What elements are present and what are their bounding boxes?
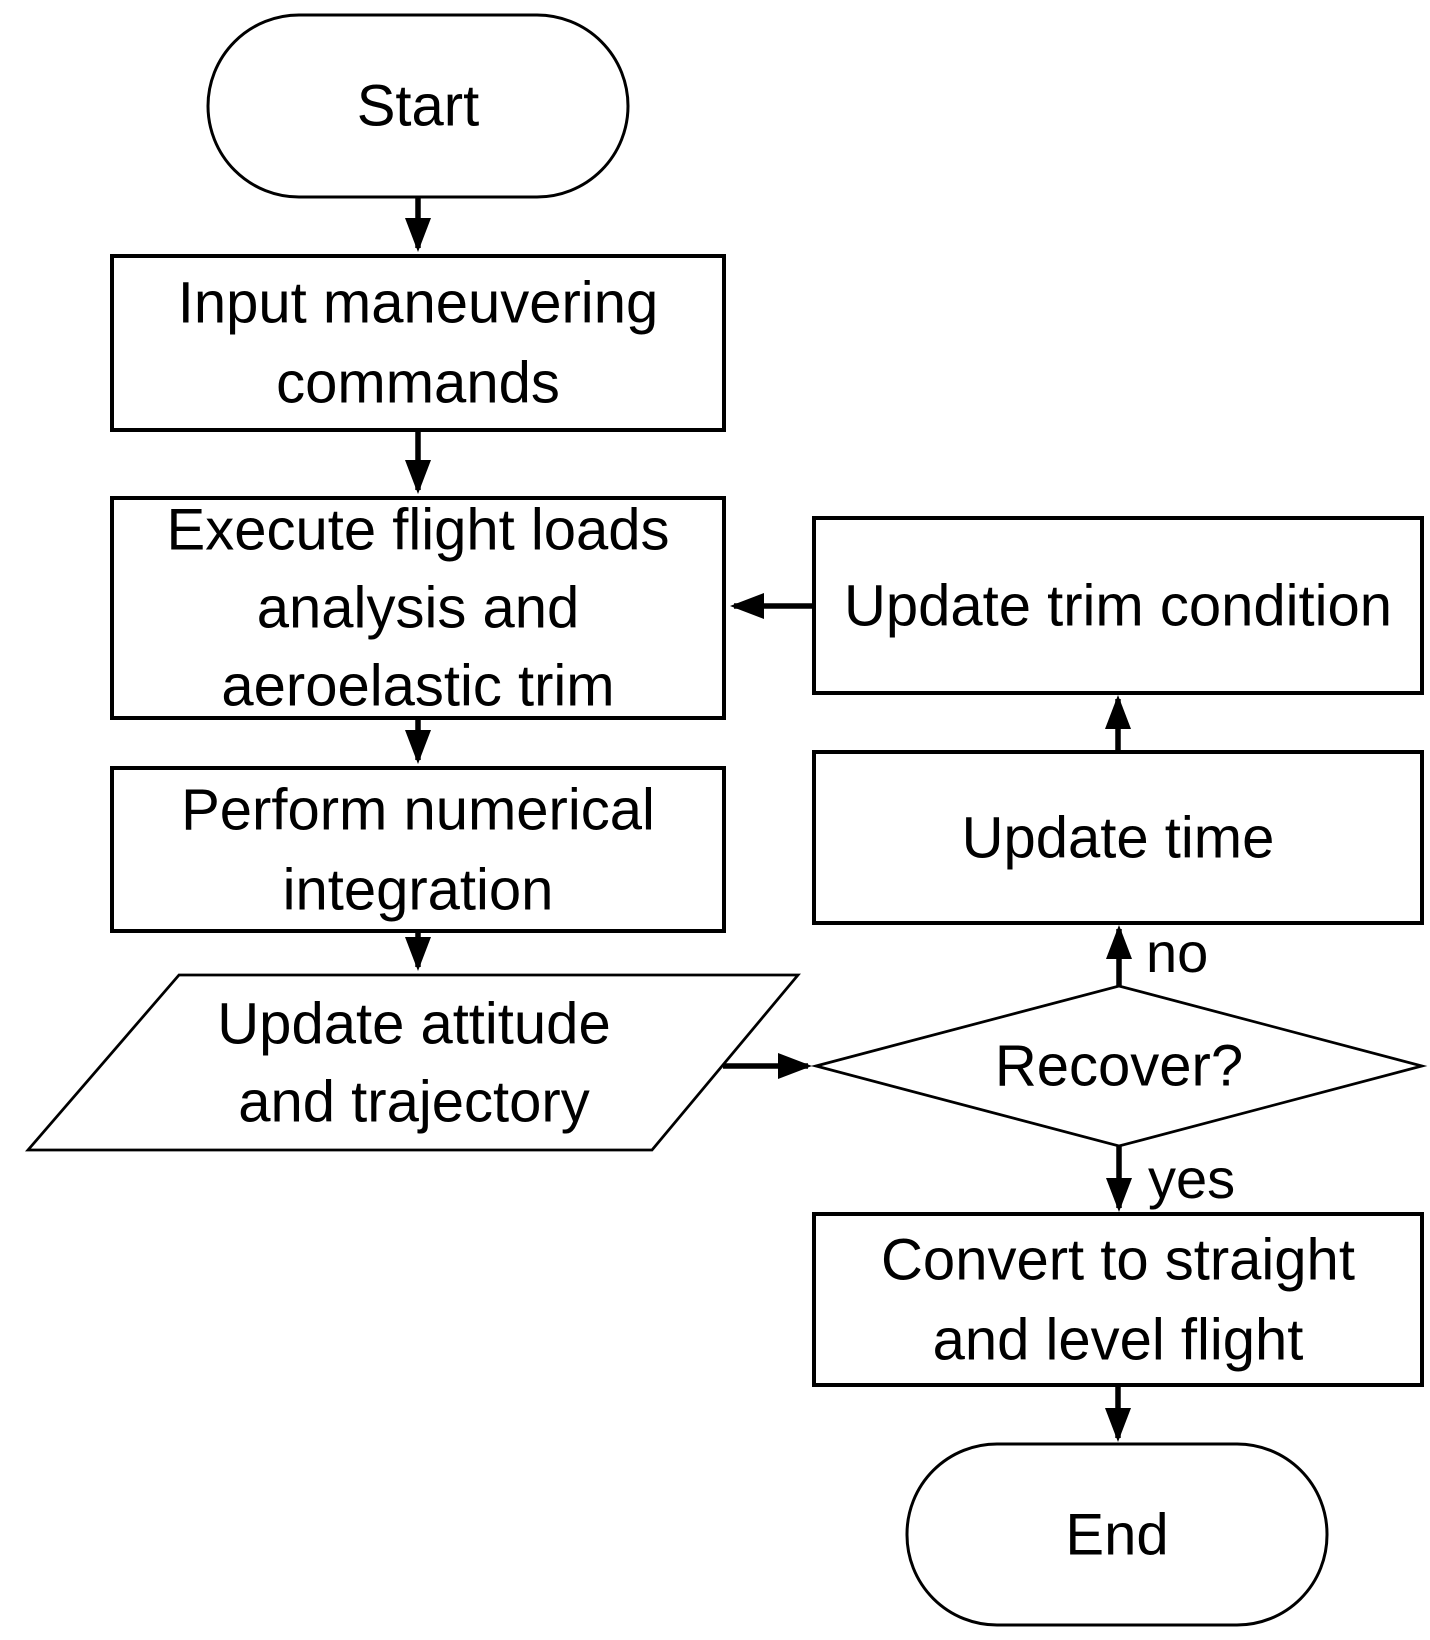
input-commands-line2: commands <box>276 351 560 416</box>
recover-decision-shape <box>810 984 1428 1148</box>
edge-label-no: no <box>1146 921 1208 984</box>
execute-analysis-line1: Execute flight loads <box>167 498 670 563</box>
start-label: Start <box>357 74 480 139</box>
edges: no yes <box>405 196 1235 1442</box>
update-attitude-shape <box>24 973 801 1152</box>
end-label: End <box>1065 1503 1168 1568</box>
node-update-trim: Update trim condition <box>812 516 1424 695</box>
node-execute-analysis: Execute flight loads analysis and aeroel… <box>110 496 726 720</box>
node-start: Start <box>206 13 630 199</box>
update-time-label: Update time <box>962 806 1275 871</box>
end-terminator-shape <box>905 1442 1329 1627</box>
input-commands-shape <box>110 254 726 432</box>
node-end: End <box>905 1442 1329 1627</box>
numerical-integration-line2: integration <box>283 858 554 923</box>
convert-flight-line1: Convert to straight <box>881 1228 1355 1293</box>
start-terminator-shape <box>206 13 630 199</box>
update-trim-shape <box>812 516 1424 695</box>
node-update-time: Update time <box>812 750 1424 925</box>
node-update-attitude: Update attitude and trajectory <box>24 973 801 1152</box>
execute-analysis-shape <box>110 496 726 720</box>
execute-analysis-line2: analysis and <box>257 576 579 641</box>
numerical-integration-line1: Perform numerical <box>181 778 655 843</box>
node-recover-decision: Recover? <box>810 984 1428 1148</box>
convert-flight-line2: and level flight <box>933 1308 1304 1373</box>
node-input-commands: Input maneuvering commands <box>110 254 726 432</box>
update-attitude-line1: Update attitude <box>217 992 610 1057</box>
input-commands-line1: Input maneuvering <box>178 271 658 336</box>
edge-label-yes: yes <box>1148 1147 1235 1210</box>
update-trim-label: Update trim condition <box>844 574 1392 639</box>
recover-decision-label: Recover? <box>995 1034 1243 1099</box>
convert-flight-shape <box>812 1212 1424 1387</box>
numerical-integration-shape <box>110 766 726 933</box>
node-numerical-integration: Perform numerical integration <box>110 766 726 933</box>
execute-analysis-line3: aeroelastic trim <box>221 654 614 719</box>
update-time-shape <box>812 750 1424 925</box>
update-attitude-line2: and trajectory <box>238 1070 589 1135</box>
node-convert-flight: Convert to straight and level flight <box>812 1212 1424 1387</box>
